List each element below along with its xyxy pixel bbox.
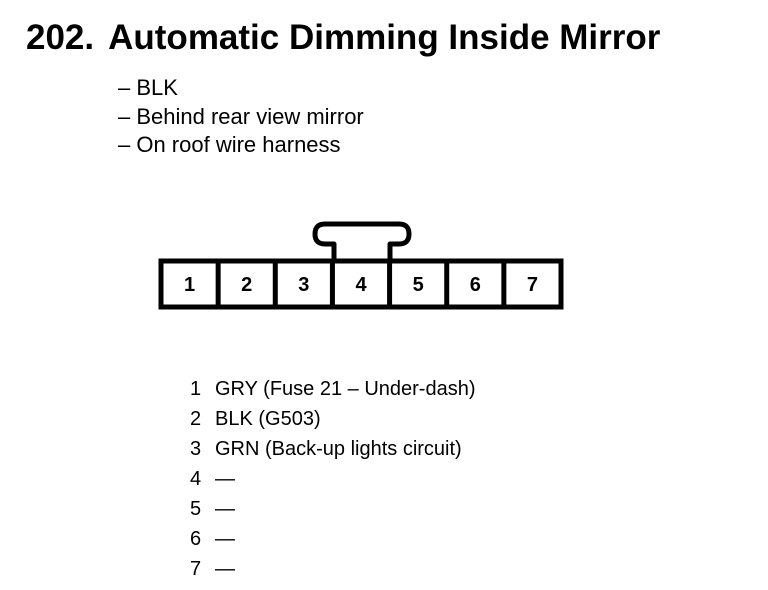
page-title: 202. Automatic Dimming Inside Mirror bbox=[26, 18, 660, 58]
connector-body bbox=[158, 258, 564, 310]
pin-number: 1 bbox=[190, 378, 202, 400]
cavity-label: 4 bbox=[355, 274, 367, 296]
pinout-row-4: 4— bbox=[190, 464, 476, 494]
connector-notes: – BLK – Behind rear view mirror – On roo… bbox=[118, 74, 364, 160]
pin-number: 6 bbox=[190, 528, 202, 550]
pin-description: — bbox=[215, 528, 235, 550]
pin-description: — bbox=[215, 468, 235, 490]
cavity-label: 5 bbox=[413, 274, 424, 296]
pin-description: — bbox=[215, 498, 235, 520]
pin-number: 4 bbox=[190, 468, 202, 490]
pin-number: 3 bbox=[190, 438, 202, 460]
connector-lock-tab bbox=[312, 221, 412, 261]
title-number: 202. bbox=[26, 18, 95, 57]
note-harness: – On roof wire harness bbox=[118, 132, 341, 157]
pin-description: GRY (Fuse 21 – Under-dash) bbox=[215, 378, 476, 400]
pin-number: 2 bbox=[190, 408, 202, 430]
note-color: – BLK bbox=[118, 75, 178, 100]
note-location: – Behind rear view mirror bbox=[118, 103, 364, 129]
cavity-label: 6 bbox=[470, 274, 481, 296]
cavity-label: 1 bbox=[184, 274, 195, 296]
pin-description: BLK (G503) bbox=[215, 408, 321, 430]
cavity-label: 3 bbox=[298, 274, 309, 296]
cavity-label: 7 bbox=[527, 274, 538, 296]
connector-dividers bbox=[215, 261, 507, 307]
pinout-row-1: 1 GRY (Fuse 21 – Under-dash) bbox=[190, 374, 476, 404]
pinout-row-5: 5— bbox=[190, 494, 476, 524]
pinout-row-7: 7— bbox=[190, 554, 476, 584]
pinout-row-3: 3 GRN (Back-up lights circuit) bbox=[190, 434, 476, 464]
pin-description: — bbox=[215, 558, 235, 580]
connector-diagram: 1 2 3 4 5 6 7 bbox=[158, 221, 564, 310]
pin-number: 7 bbox=[190, 558, 202, 580]
pin-description: GRN (Back-up lights circuit) bbox=[215, 438, 462, 460]
pinout-row-2: 2 BLK (G503) bbox=[190, 404, 476, 434]
pinout-row-6: 6— bbox=[190, 524, 476, 554]
connector-pin-labels: 1 2 3 4 5 6 7 bbox=[184, 274, 538, 296]
pin-number: 5 bbox=[190, 498, 202, 520]
cavity-label: 2 bbox=[241, 274, 252, 296]
title-text: Automatic Dimming Inside Mirror bbox=[108, 18, 661, 57]
